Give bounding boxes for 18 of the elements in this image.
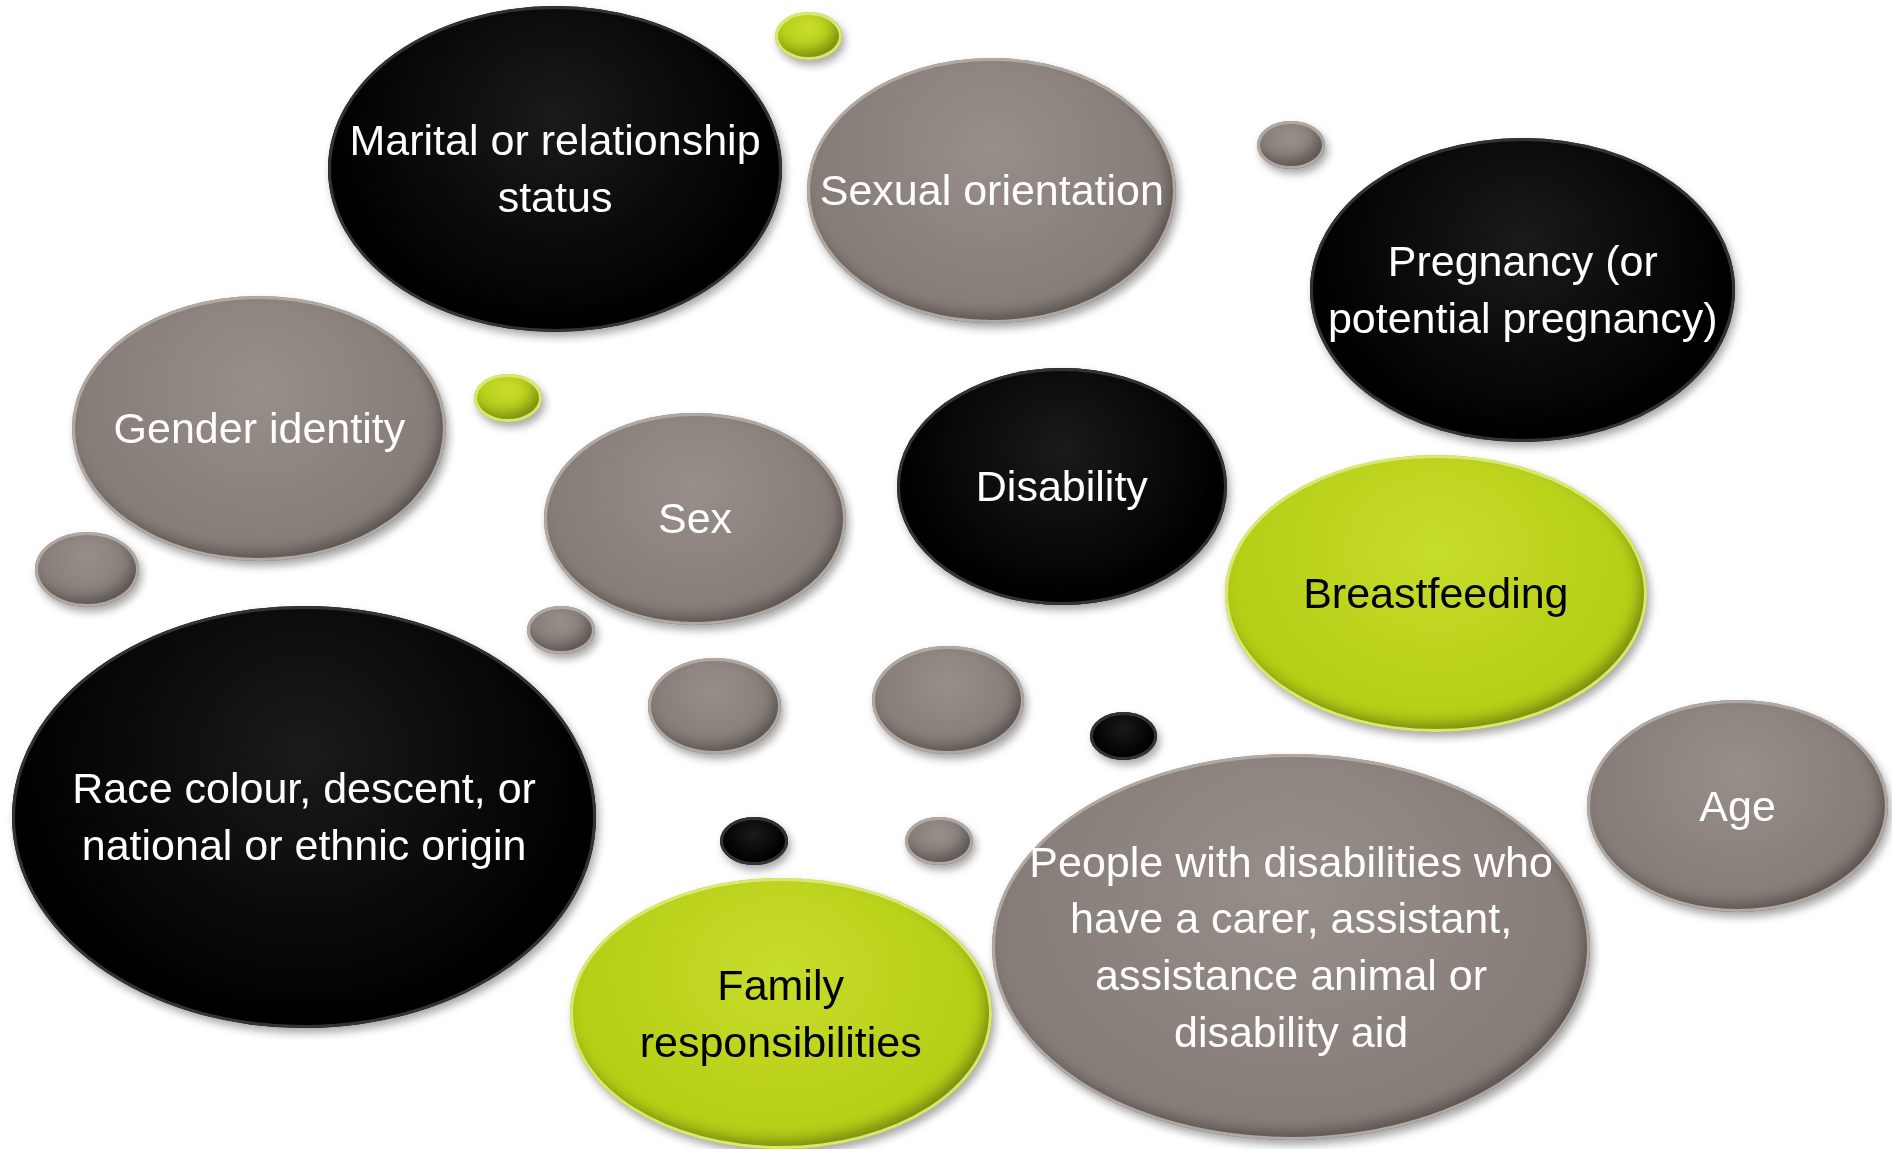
circle-bubble [35, 532, 139, 607]
bubble-label: Gender identity [113, 402, 406, 454]
circle-bubble [774, 12, 843, 61]
circle-bubble [1257, 120, 1325, 169]
bubble-label: Sex [657, 493, 733, 545]
circle-bubble [904, 816, 973, 866]
bubble-label: Race colour, descent, or national or ethnic origin [71, 763, 537, 871]
circle-bubble [720, 816, 788, 866]
bubble-label: Marital or relationship status [348, 115, 762, 223]
circle-bubble [1089, 711, 1158, 761]
bubble-label: People with disabilities who have a carer, assistant, assistance animal or disability aid [1028, 836, 1554, 1058]
circle-bubble [474, 374, 542, 423]
bubble-label: Pregnancy (or potential pregnancy) [1326, 235, 1719, 344]
bubble-label: Disability [975, 460, 1148, 512]
bubble-label: Family responsibilities [638, 959, 923, 1068]
bubble-label: Age [1699, 780, 1776, 832]
bubble-label: Sexual orientation [819, 165, 1164, 217]
bubble-label: Breastfeeding [1303, 568, 1569, 620]
